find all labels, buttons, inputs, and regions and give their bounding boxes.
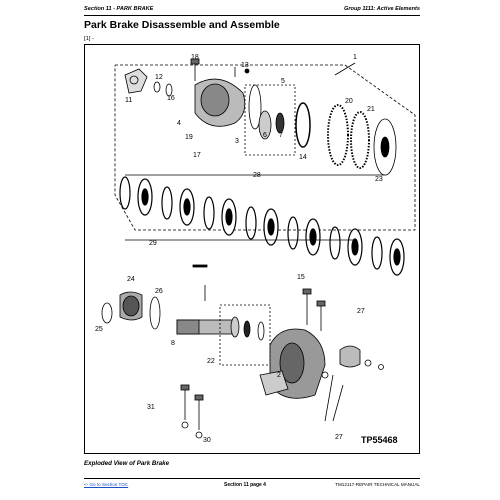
svg-text:17: 17	[193, 152, 201, 159]
svg-text:4: 4	[177, 120, 181, 127]
svg-text:5: 5	[281, 78, 285, 85]
figure-caption: Exploded View of Park Brake	[84, 460, 170, 467]
header-rule	[84, 15, 420, 16]
svg-text:13: 13	[241, 62, 249, 69]
svg-text:29: 29	[149, 240, 157, 247]
svg-text:25: 25	[95, 326, 103, 333]
svg-text:14: 14	[299, 154, 307, 161]
svg-text:8: 8	[171, 340, 175, 347]
section-toc-link[interactable]: <- Go to Section TOC	[84, 482, 129, 487]
svg-text:23: 23	[375, 176, 383, 183]
svg-text:7: 7	[279, 132, 283, 139]
exploded-view-drawing: 1 2 3 4 5 6 7 8 11 12 13 14 15 16 17 18 …	[95, 54, 416, 445]
svg-text:26: 26	[155, 288, 163, 295]
figure-ref: [1] -	[84, 36, 94, 42]
figure-id: TP55468	[361, 435, 398, 445]
svg-text:31: 31	[147, 404, 155, 411]
footer-rule	[84, 478, 420, 479]
svg-text:21: 21	[367, 106, 375, 113]
svg-text:12: 12	[155, 74, 163, 81]
svg-text:3: 3	[235, 138, 239, 145]
exploded-view-figure: 1 2 3 4 5 6 7 8 11 12 13 14 15 16 17 18 …	[84, 44, 420, 454]
svg-text:24: 24	[127, 276, 135, 283]
footer-page-number: Section 11 page 4	[224, 482, 266, 488]
svg-text:6: 6	[263, 132, 267, 139]
svg-text:11: 11	[125, 97, 132, 104]
footer-manual-name: TM12117-REPAIR TECHNICAL MANUAL	[335, 482, 420, 487]
svg-text:19: 19	[185, 134, 193, 141]
svg-text:18: 18	[191, 54, 199, 61]
header-section: Section 11 - PARK BRAKE	[84, 6, 154, 12]
page-title: Park Brake Disassemble and Assemble	[84, 19, 280, 31]
svg-text:1: 1	[353, 54, 357, 61]
svg-text:15: 15	[297, 274, 305, 281]
header-group: Group 1111: Active Elements	[344, 6, 420, 12]
svg-text:27: 27	[335, 434, 343, 441]
svg-text:20: 20	[345, 98, 353, 105]
svg-text:28: 28	[253, 172, 261, 179]
svg-text:27: 27	[357, 308, 365, 315]
svg-text:22: 22	[207, 358, 215, 365]
svg-text:2: 2	[277, 372, 281, 379]
page-header: Section 11 - PARK BRAKE Group 1111: Acti…	[84, 6, 420, 18]
svg-text:30: 30	[203, 437, 211, 444]
svg-text:16: 16	[167, 95, 175, 102]
